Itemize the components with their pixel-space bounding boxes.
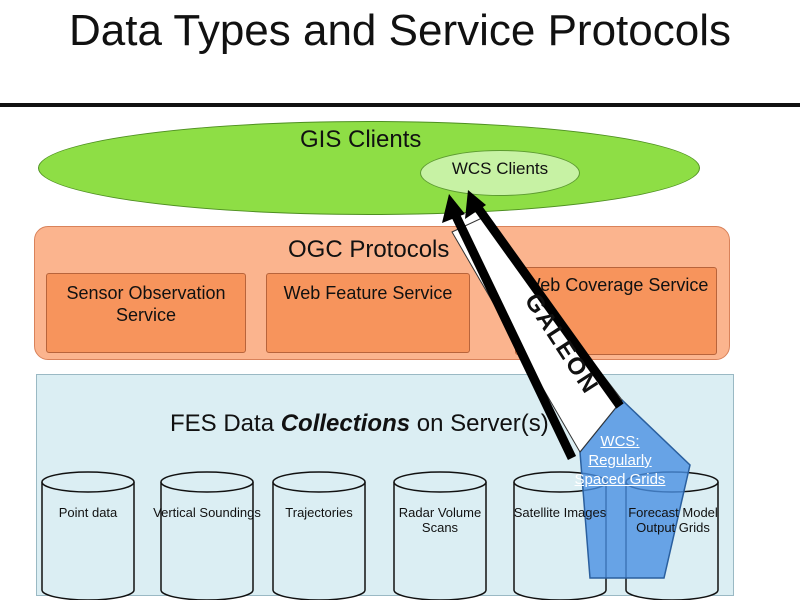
collection-trajectories: Trajectories (285, 505, 353, 520)
wcs-grids-label: WCS: Regularly Spaced Grids (574, 433, 666, 488)
title-divider (0, 103, 800, 107)
gis-clients-ellipse (38, 121, 700, 215)
page-title: Data Types and Service Protocols (69, 6, 731, 55)
collection-satellite-images: Satellite Images (513, 505, 607, 520)
wcs-clients-label: WCS Clients (451, 159, 549, 178)
cylinder-radar-volume-scans (393, 471, 487, 600)
galeon-arrow-right-head (465, 190, 486, 219)
fes-data-collections-label: FES Data Collections on Server(s) (170, 410, 549, 437)
galeon-arrow-right-shaft (474, 205, 624, 409)
web-coverage-service-label: Web Coverage Service (523, 275, 709, 295)
cylinder-trajectories (272, 471, 366, 600)
galeon-arrow-left-shaft (449, 210, 577, 460)
collection-vertical-soundings: Vertical Soundings (153, 505, 261, 520)
wcs-clients-ellipse (420, 150, 580, 196)
web-feature-service-box: Web Feature Service (266, 273, 470, 353)
cylinder-point-data (41, 471, 135, 600)
collection-point-data: Point data (58, 505, 118, 520)
sensor-observation-service-box: Sensor Observation Service (46, 273, 246, 353)
gis-clients-label: GIS Clients (300, 126, 422, 153)
galeon-arrow-left-head (442, 194, 465, 223)
collection-radar-volume-scans: Radar Volume Scans (398, 505, 482, 535)
collection-forecast-grids: Forecast Model Output Grids (628, 505, 718, 535)
ogc-protocols-label: OGC Protocols (288, 236, 450, 263)
cylinder-vertical-soundings (160, 471, 254, 600)
